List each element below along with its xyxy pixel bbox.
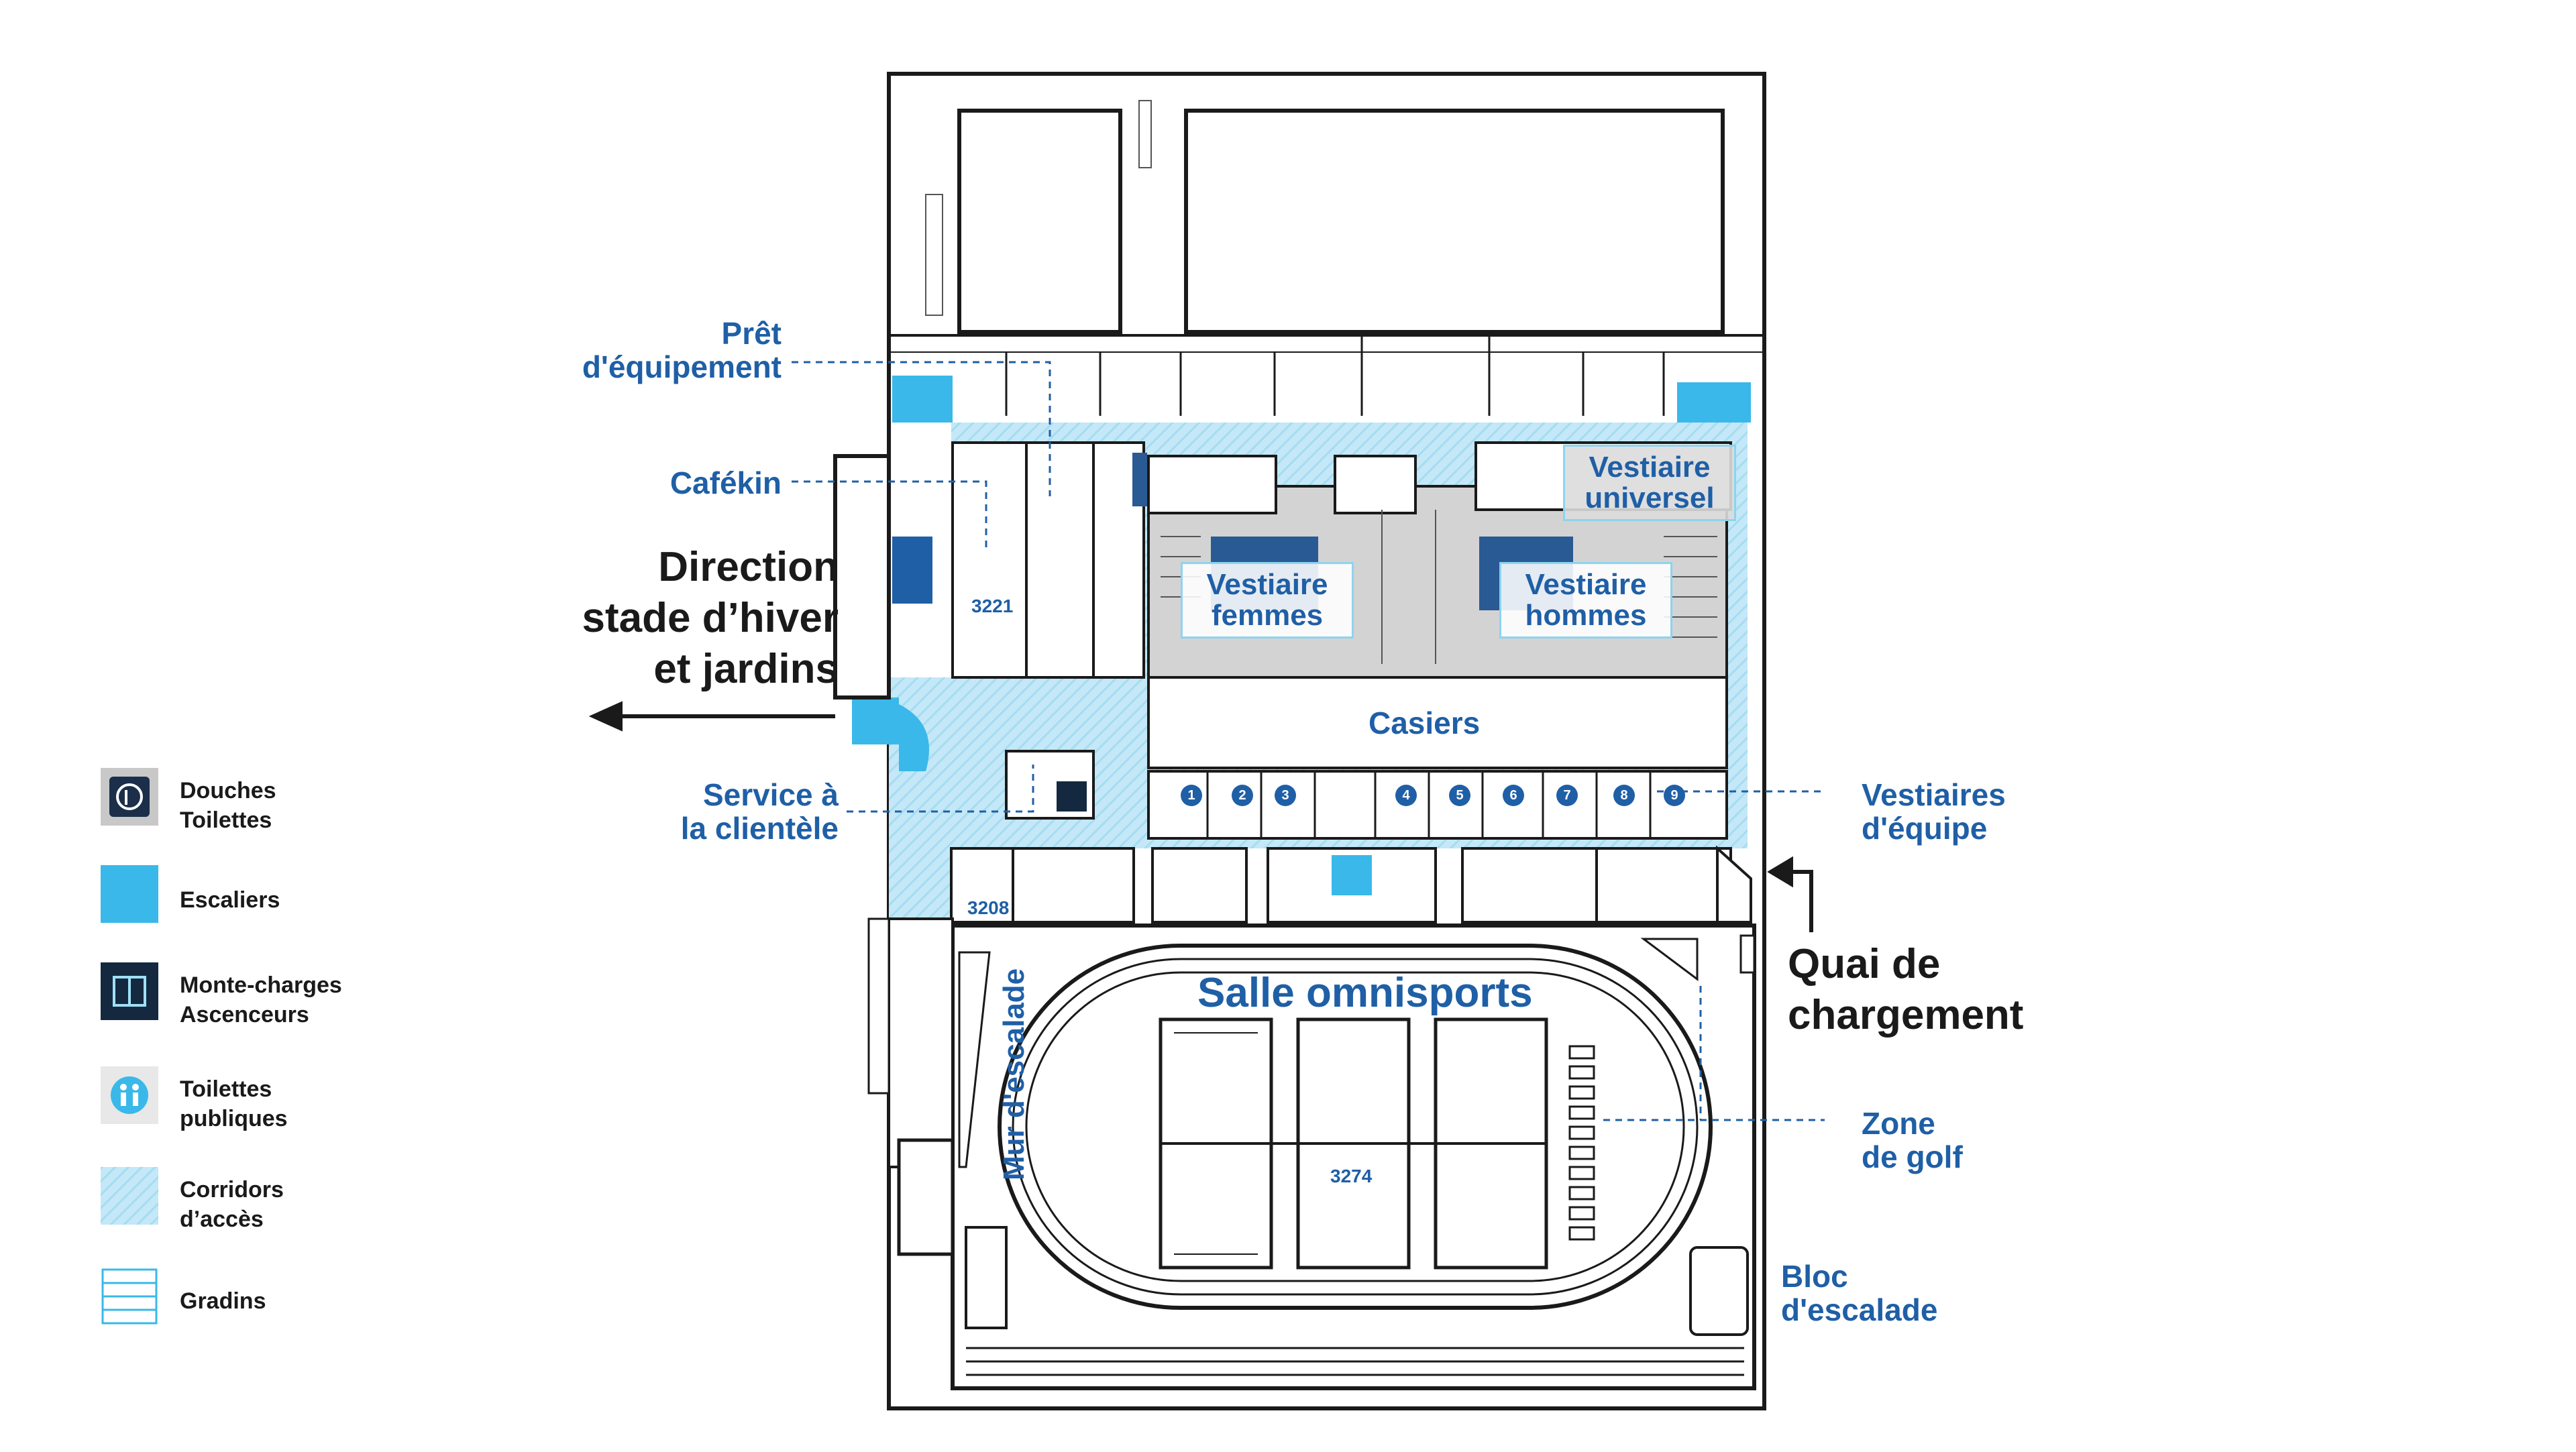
direction-line2: stade d’hiver [582, 595, 839, 641]
elevator-icon [101, 962, 158, 1020]
stairs-west-dark [892, 537, 932, 604]
vestiaires-equipe-label[interactable]: Vestiaires d'équipe [1862, 778, 2006, 845]
stairs-nw [892, 376, 953, 423]
zone-golf-label[interactable]: Zone de golf [1862, 1107, 1963, 1174]
team-room-badge[interactable]: 4 [1395, 785, 1417, 806]
bloc-escalade-label[interactable]: Bloc d'escalade [1781, 1260, 1937, 1327]
vestiaire-universel-line1: Vestiaire [1589, 451, 1711, 484]
direction-line3: et jardins [653, 646, 839, 692]
legend-corridors-line1: Corridors [180, 1177, 284, 1203]
team-room-badge[interactable]: 1 [1181, 785, 1202, 806]
stairs-icon [101, 865, 158, 923]
team-room-badge[interactable]: 7 [1556, 785, 1578, 806]
pret-equipement-line2: d'équipement [582, 349, 782, 384]
service-clientele-line2: la clientèle [680, 811, 839, 846]
vestiaire-hommes-line1: Vestiaire [1525, 568, 1647, 601]
vestiaire-hommes-line2: hommes [1525, 599, 1647, 632]
service-clientele-label[interactable]: Service à la clientèle [637, 778, 839, 845]
room-top-large [1184, 109, 1725, 334]
pret-equipement-line1: Prêt [721, 316, 782, 351]
pret-equipement-label[interactable]: Prêt d'équipement [537, 317, 782, 384]
team-room-badge[interactable]: 6 [1503, 785, 1524, 806]
service-clientele-line1: Service à [702, 777, 839, 812]
zone-golf-line2: de golf [1862, 1139, 1963, 1174]
legend-toilettes-line2: publiques [180, 1106, 288, 1131]
legend-douches-line1: Douches [180, 778, 276, 803]
elevator-west [1057, 781, 1087, 812]
quai-line1: Quai de [1788, 941, 1941, 987]
vestiaires-equipe-line2: d'équipe [1862, 811, 1988, 846]
legend-item-gradins: Gradins [101, 1268, 449, 1332]
shower-toilet-icon [101, 768, 158, 826]
room-top-left [957, 109, 1122, 334]
salle-omnisports-label[interactable]: Salle omnisports [1197, 970, 1533, 1016]
zone-golf-line1: Zone [1862, 1106, 1935, 1141]
casiers-label[interactable]: Casiers [1368, 706, 1481, 740]
legend-item-escaliers: Escaliers [101, 865, 449, 930]
vestiaire-femmes-label[interactable]: Vestiaire femmes [1181, 562, 1354, 638]
mur-escalade-label[interactable]: Mur d'escalade [998, 968, 1030, 1180]
legend-corridors-line2: d’accès [180, 1207, 264, 1232]
public-toilet-icon [101, 1066, 158, 1124]
legend-escaliers-line1: Escaliers [180, 887, 280, 913]
leader-service [847, 765, 1034, 813]
vestiaire-femmes-line2: femmes [1211, 599, 1324, 632]
legend-item-toilettes: Toilettes publiques [101, 1066, 449, 1131]
direction-line1: Direction [658, 544, 839, 590]
team-room-badge[interactable]: 3 [1275, 785, 1296, 806]
team-lockers-row [1147, 770, 1728, 840]
legend-ascenceurs-line2: Ascenceurs [180, 1002, 309, 1027]
legend-ascenceurs-line1: Monte-charges [180, 972, 342, 998]
vestiaire-hommes-label[interactable]: Vestiaire hommes [1499, 562, 1672, 638]
team-room-badge[interactable]: 9 [1664, 785, 1685, 806]
vestiaire-universel-line2: universel [1585, 482, 1715, 514]
vestiaire-femmes-line1: Vestiaire [1206, 568, 1328, 601]
room-3221-label: 3221 [971, 596, 1014, 616]
legend-toilettes-line1: Toilettes [180, 1076, 272, 1102]
bleachers-icon [101, 1268, 158, 1325]
leader-pret [792, 361, 1051, 496]
room-3274-label: 3274 [1330, 1166, 1373, 1186]
leader-cafekin [792, 480, 987, 550]
stairs-west [852, 697, 899, 744]
direction-stade-label[interactable]: Direction stade d’hiver et jardins [537, 542, 839, 695]
legend-item-corridors: Corridors d’accès [101, 1167, 449, 1232]
casiers-area [1147, 676, 1728, 769]
running-track [998, 944, 1713, 1310]
room-3208-label: 3208 [967, 897, 1010, 918]
stairs-ne [1677, 382, 1751, 423]
team-room-badge[interactable]: 8 [1613, 785, 1635, 806]
quai-line2: chargement [1788, 992, 2024, 1038]
cafekin-label[interactable]: Cafékin [669, 465, 782, 500]
bloc-escalade-line2: d'escalade [1781, 1292, 1938, 1327]
vestiaire-universel-label[interactable]: Vestiaire universel [1563, 445, 1736, 521]
legend-gradins-line1: Gradins [180, 1288, 266, 1314]
legend-douches-line2: Toilettes [180, 807, 272, 833]
quai-chargement-label[interactable]: Quai de chargement [1788, 939, 2023, 1041]
team-room-badge[interactable]: 5 [1449, 785, 1470, 806]
team-room-badge[interactable]: 2 [1232, 785, 1253, 806]
bloc-escalade-line1: Bloc [1781, 1259, 1848, 1294]
vestiaires-equipe-line1: Vestiaires [1862, 777, 2006, 812]
corridor-icon [101, 1167, 158, 1225]
